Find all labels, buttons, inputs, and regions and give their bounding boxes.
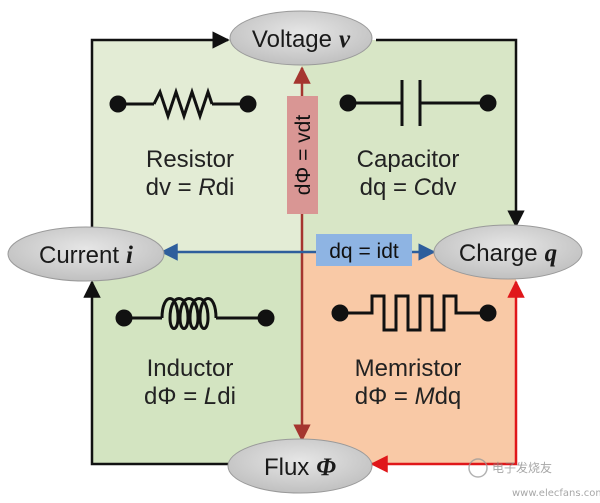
charge-current-relation: dq = idt bbox=[316, 234, 412, 266]
arrow-voltage-to-charge bbox=[376, 38, 525, 228]
memristor-name: Memristor bbox=[355, 355, 462, 382]
flux-voltage-relation-text: dΦ = vdt bbox=[292, 115, 315, 196]
inductor-name: Inductor bbox=[147, 355, 234, 382]
resistor-symbol-icon bbox=[109, 87, 257, 121]
memristor-symbol-icon bbox=[331, 294, 497, 332]
arrow-current-to-voltage bbox=[90, 31, 230, 228]
arrow-charge-to-flux bbox=[370, 280, 525, 473]
inductor-quadrant bbox=[92, 252, 302, 464]
resistor-name: Resistor bbox=[146, 146, 234, 173]
resistor-equation: dv = Rdi bbox=[146, 174, 235, 201]
flux-voltage-relation: dΦ = vdt bbox=[287, 96, 318, 214]
watermark-logo-icon bbox=[468, 458, 488, 478]
capacitor-equation: dq = Cdv bbox=[360, 174, 457, 201]
resistor-quadrant bbox=[92, 40, 302, 252]
watermark-text: 电子发烧友 bbox=[492, 460, 552, 475]
charge-current-relation-text: dq = idt bbox=[329, 240, 399, 263]
watermark: 电子发烧友 www.elecfans.com bbox=[468, 458, 600, 499]
capacitor-quadrant bbox=[302, 40, 516, 252]
watermark-url: www.elecfans.com bbox=[512, 488, 600, 499]
capacitor-name: Capacitor bbox=[357, 146, 460, 173]
inductor-symbol-icon bbox=[115, 297, 275, 330]
memristor-equation: dΦ = Mdq bbox=[355, 383, 462, 410]
capacitor-symbol-icon bbox=[339, 80, 497, 126]
arrow-flux-to-current bbox=[83, 280, 228, 466]
inductor-equation: dΦ = Ldi bbox=[144, 383, 236, 410]
